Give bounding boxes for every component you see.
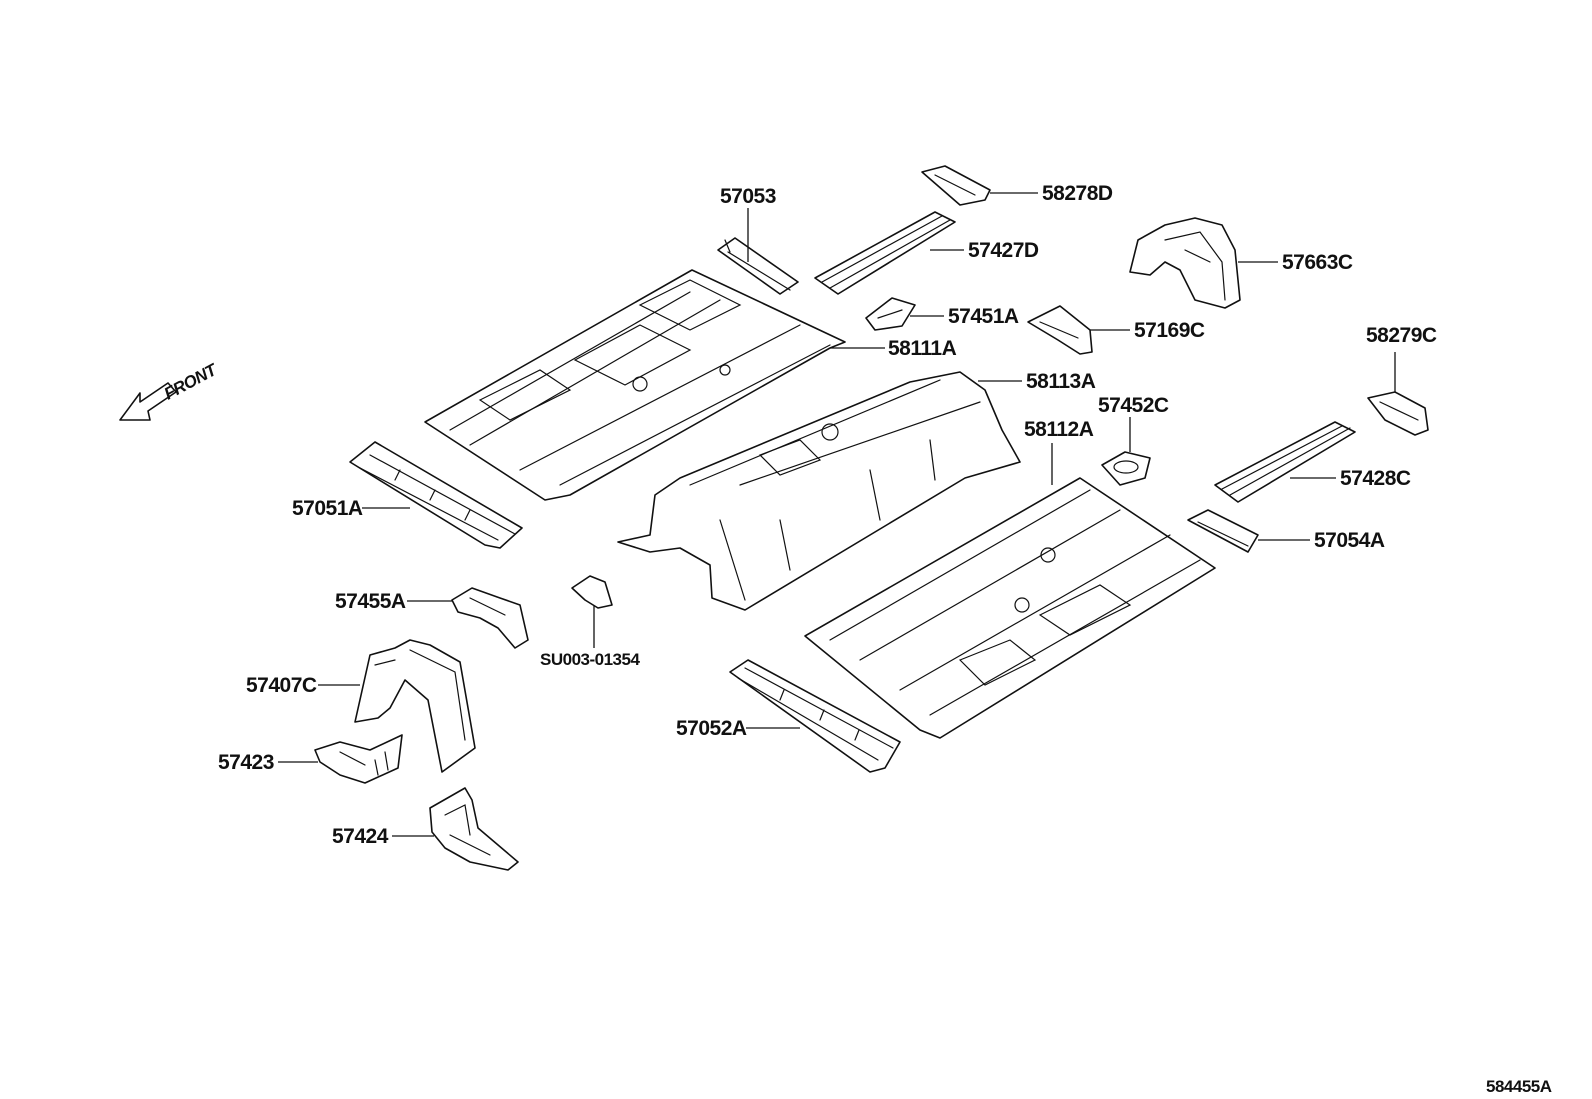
label-57054A: 57054A [1314, 529, 1385, 552]
label-SU003-01354: SU003-01354 [540, 650, 640, 669]
label-57052A: 57052A [676, 717, 747, 740]
part-57455A-shape[interactable] [451, 587, 529, 649]
label-57663C: 57663C [1282, 251, 1353, 274]
part-SU003-01354-shape[interactable] [571, 575, 613, 609]
label-57428C: 57428C [1340, 467, 1411, 490]
front-arrow: FRONT [119, 359, 221, 421]
front-label: FRONT [161, 359, 221, 403]
label-58278D: 58278D [1042, 182, 1113, 205]
label-57053: 57053 [720, 185, 776, 208]
label-57423: 57423 [218, 751, 274, 774]
label-57407C: 57407C [246, 674, 317, 697]
part-57452C-shape[interactable] [1101, 451, 1151, 486]
label-57452C: 57452C [1098, 394, 1169, 417]
label-58113A: 58113A [1026, 370, 1096, 393]
label-57424: 57424 [332, 825, 389, 848]
part-58111A-shape[interactable] [424, 269, 846, 501]
part-58279C-shape[interactable] [1367, 391, 1429, 436]
label-57051A: 57051A [292, 497, 363, 520]
part-57051A-shape[interactable] [349, 441, 523, 549]
label-58112A: 58112A [1024, 418, 1094, 441]
part-57663C-shape[interactable] [1129, 217, 1241, 309]
catalog-code: 584455A [1486, 1077, 1552, 1096]
part-57054A-shape[interactable] [1187, 509, 1259, 553]
label-57169C: 57169C [1134, 319, 1205, 342]
label-57427D: 57427D [968, 239, 1039, 262]
part-57428C-shape[interactable] [1214, 421, 1356, 503]
part-57427D-shape[interactable] [814, 211, 956, 295]
part-57451A-shape[interactable] [865, 297, 916, 331]
label-58279C: 58279C [1366, 324, 1437, 347]
part-58113A-shape[interactable] [617, 371, 1021, 611]
label-57451A: 57451A [948, 305, 1019, 328]
label-57455A: 57455A [335, 590, 406, 613]
part-57053-shape[interactable] [717, 237, 799, 295]
part-57052A-shape[interactable] [729, 659, 901, 773]
part-57407C-shape[interactable] [354, 639, 476, 773]
label-58111A: 58111A [888, 337, 957, 360]
part-57423-shape[interactable] [314, 734, 403, 784]
part-57169C-shape[interactable] [1027, 305, 1093, 355]
part-58112A-shape[interactable] [804, 477, 1216, 739]
part-57424-shape[interactable] [429, 787, 519, 871]
part-58278D-shape[interactable] [921, 165, 991, 206]
